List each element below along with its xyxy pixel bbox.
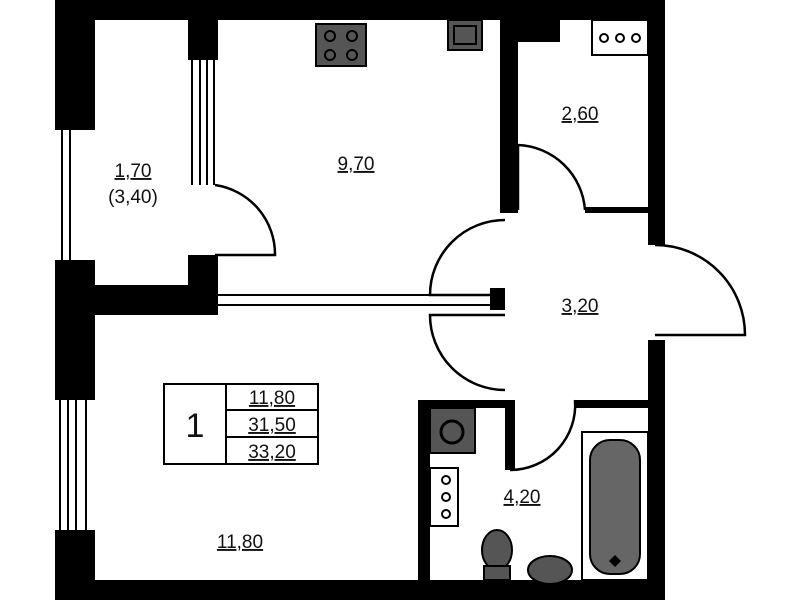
summary-total-area: 31,50 <box>248 415 296 436</box>
entrance-door <box>654 243 747 337</box>
stove-icon <box>315 23 367 67</box>
washing-machine-icon <box>429 407 476 454</box>
balcony-door <box>214 183 277 257</box>
kitchen-area: 9,70 <box>338 154 375 175</box>
bathtub-icon <box>581 431 649 581</box>
living-door <box>428 313 506 392</box>
walls <box>55 0 665 600</box>
balcony-area-full: (3,40) <box>108 187 158 208</box>
wc-door <box>517 143 587 211</box>
hall-area: 3,20 <box>562 296 599 317</box>
toilet-icon <box>481 529 513 581</box>
summary-table: 1 11,80 31,50 33,20 <box>163 383 319 465</box>
rooms-count: 1 <box>186 407 205 445</box>
wc-area: 2,60 <box>562 104 599 125</box>
bathroom-area: 4,20 <box>504 487 541 508</box>
doors <box>214 143 747 472</box>
wc-boiler-icon <box>591 19 649 56</box>
kitchen-sink-icon <box>447 19 483 51</box>
bathroom-door <box>509 399 577 472</box>
bidet-icon <box>527 555 573 585</box>
living-area: 11,80 <box>217 532 263 553</box>
bathroom-sink-icon <box>429 467 459 527</box>
windows <box>59 60 215 530</box>
summary-living-area: 11,80 <box>249 388 295 409</box>
balcony-area: 1,70 <box>115 161 152 182</box>
kitchen-door <box>428 218 506 297</box>
summary-total-with-balcony: 33,20 <box>248 442 296 463</box>
